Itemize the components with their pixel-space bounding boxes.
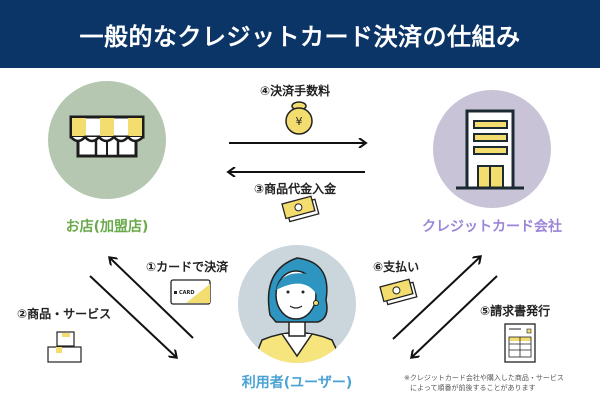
title-banner: 一般的なクレジットカード決済の仕組み: [0, 0, 600, 68]
store-node: [48, 81, 166, 199]
card-company-node: [433, 90, 551, 208]
arrow-store-to-user: [89, 275, 176, 357]
step-1-label: ①カードで決済: [146, 260, 229, 274]
svg-text:CARD: CARD: [179, 290, 195, 296]
banknote-icon: [379, 278, 418, 306]
step-2-label: ②商品・サービス: [17, 307, 112, 321]
arrow-user-to-store: [110, 258, 194, 339]
footnote-line-1: ※クレジットカード会社や購入した商品・サービス: [404, 374, 564, 382]
building-icon: [456, 109, 524, 190]
footnote-line-2: によって順番が前後することがあります: [410, 384, 536, 392]
store-label: お店(加盟店): [65, 219, 149, 235]
step-5-label: ⑤請求書発行: [480, 304, 551, 318]
svg-text:¥: ¥: [296, 115, 303, 128]
arrow-user-to-card: [392, 257, 480, 340]
invoice-icon: [504, 323, 536, 363]
boxes-icon: [47, 331, 82, 363]
step-4-label: ④決済手数料: [260, 84, 331, 98]
store-icon: [69, 115, 145, 158]
step-6-label: ⑥支払い: [373, 260, 420, 274]
banknote-icon: [281, 195, 320, 223]
user-label: 利用者(ユーザー): [241, 375, 353, 391]
card-company-label: クレジットカード会社: [422, 219, 562, 235]
user-node: [238, 245, 356, 363]
footnote: ※クレジットカード会社や購入した商品・サービス によって順番が前後することがあり…: [404, 373, 564, 393]
money-bag-icon: ¥: [285, 101, 313, 135]
step-3-label: ③商品代金入金: [254, 182, 337, 196]
credit-card-icon: CARD: [170, 279, 211, 305]
page-title: 一般的なクレジットカード決済の仕組み: [79, 22, 521, 51]
arrow-card-to-user: [412, 275, 498, 357]
